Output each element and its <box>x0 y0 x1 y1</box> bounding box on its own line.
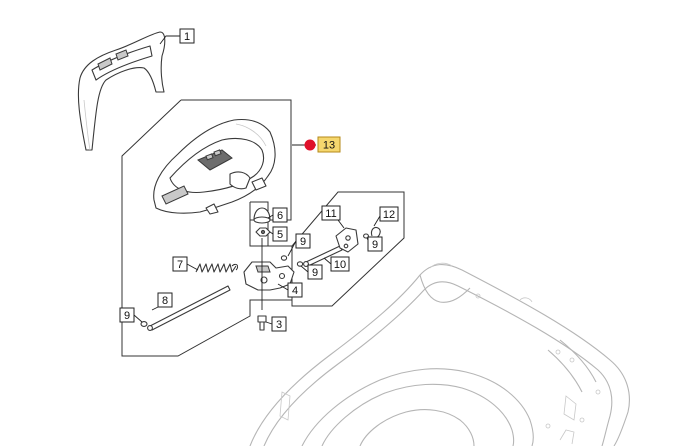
svg-text:9: 9 <box>124 310 130 322</box>
part-4-bracket <box>243 238 295 310</box>
callout-9-d: 9 <box>367 236 383 252</box>
part-12-clip <box>370 226 381 239</box>
svg-text:4: 4 <box>292 285 298 297</box>
svg-text:9: 9 <box>300 236 306 248</box>
part-1-cover <box>77 31 166 151</box>
svg-text:7: 7 <box>177 259 183 271</box>
part-9-washer-c <box>296 261 304 267</box>
part-5-nut <box>255 227 271 237</box>
svg-text:12: 12 <box>383 209 395 221</box>
callout-10: 10 <box>330 256 350 272</box>
svg-text:13: 13 <box>323 140 335 152</box>
callout-7: 7 <box>172 256 188 272</box>
svg-text:10: 10 <box>334 259 346 271</box>
svg-text:9: 9 <box>312 267 318 279</box>
part-13-panel <box>153 118 276 215</box>
callout-3: 3 <box>271 316 287 332</box>
selected-marker <box>304 139 316 151</box>
cap-frame <box>249 201 269 247</box>
part-9-washer-a <box>140 321 148 327</box>
callout-1: 1 <box>179 28 195 44</box>
callout-6: 6 <box>272 207 288 223</box>
svg-text:3: 3 <box>276 319 282 331</box>
callout-12: 12 <box>379 206 399 222</box>
callout-9-b: 9 <box>295 233 311 249</box>
part-8-rod <box>147 285 231 331</box>
mower-deck <box>249 262 630 446</box>
svg-text:6: 6 <box>277 210 283 222</box>
part-3-bolt <box>257 315 267 331</box>
callout-8: 8 <box>157 292 173 308</box>
part-7-spring <box>195 263 239 273</box>
part-9-washer-d <box>363 233 369 239</box>
svg-text:11: 11 <box>325 208 336 220</box>
svg-text:9: 9 <box>372 239 378 251</box>
part-10-pin <box>303 245 343 267</box>
callout-9-a: 9 <box>119 307 135 323</box>
callout-5: 5 <box>272 226 288 242</box>
callout-11: 11 <box>321 205 341 221</box>
callout-9-c: 9 <box>307 264 323 280</box>
svg-text:1: 1 <box>184 31 190 43</box>
part-9-washer-b <box>280 255 288 261</box>
callout-13: 13 <box>304 136 341 153</box>
callout-4: 4 <box>287 282 303 298</box>
svg-text:5: 5 <box>277 229 283 241</box>
part-6-cap <box>253 207 271 224</box>
part-11-bracket <box>335 227 359 253</box>
svg-text:8: 8 <box>162 295 168 307</box>
leader-lines <box>133 35 381 325</box>
